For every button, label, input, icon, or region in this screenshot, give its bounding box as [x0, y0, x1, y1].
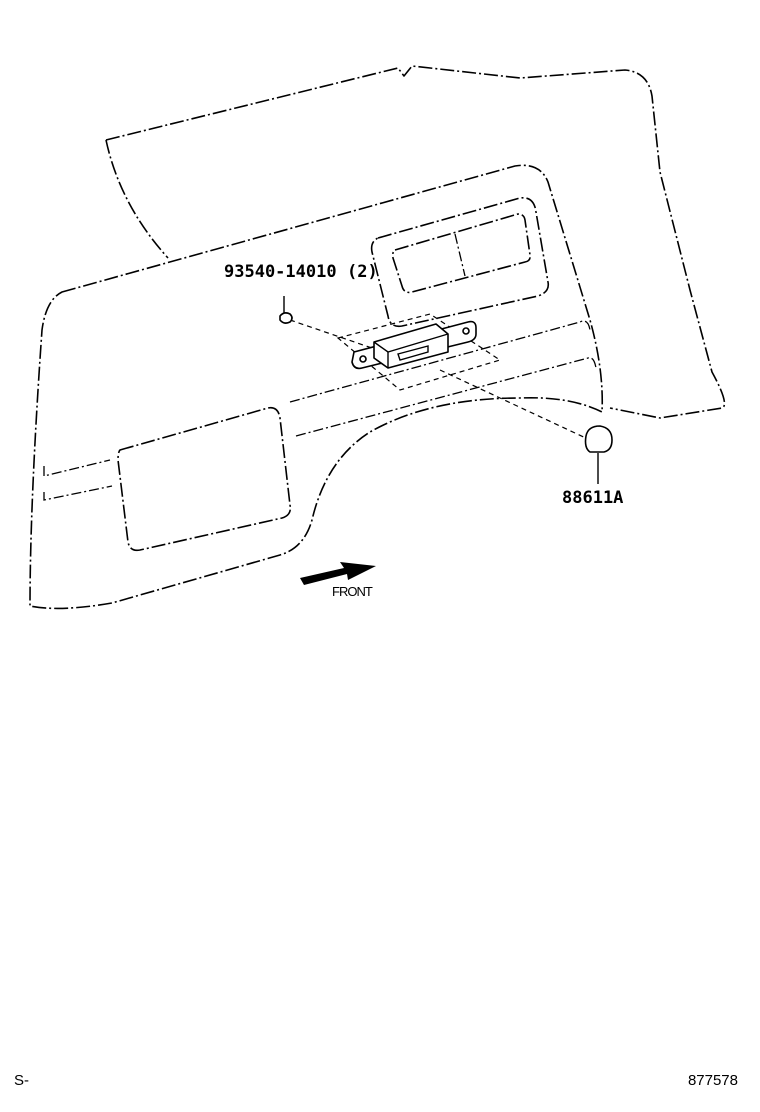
lamp-lens-icon [584, 425, 613, 484]
screw-icon [279, 296, 293, 324]
trim-line-lower [295, 357, 597, 437]
upper-body-panel-outline [105, 65, 726, 419]
trim-panel-outline [29, 164, 604, 610]
screw-part-number: 93540-14010 [224, 262, 337, 282]
trim-line-upper [289, 320, 591, 403]
trim-window-outer [370, 196, 550, 328]
front-direction-arrow-icon [300, 562, 376, 585]
illustration-number: 877578 [687, 1072, 738, 1089]
mounting-area-outline [336, 313, 502, 391]
lamp-leader-line [439, 369, 591, 441]
upper-body-panel-edge [105, 139, 169, 259]
trim-line-left-lower [43, 485, 113, 501]
trim-window-inner [391, 213, 531, 294]
footer-left-label: S- [14, 1072, 29, 1089]
lamp-bracket [351, 320, 477, 370]
front-direction-label: FRONT [332, 584, 373, 599]
trim-line-left-upper [43, 459, 111, 477]
lamp-part-number: 88611A [562, 488, 623, 508]
screw-quantity: (2) [347, 262, 378, 282]
screw-leader-line [289, 319, 373, 349]
trim-window-divider [454, 233, 466, 277]
lower-panel-recess [117, 406, 292, 552]
